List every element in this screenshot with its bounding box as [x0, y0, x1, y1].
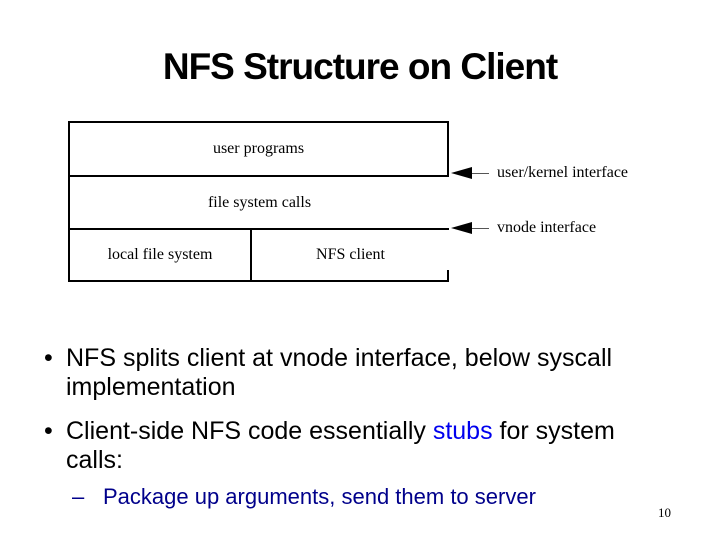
bullet-2-suffix: for system calls:	[66, 417, 615, 474]
diagram-box-nfs-client: NFS client	[252, 230, 449, 282]
local-file-system-label: local file system	[107, 246, 213, 263]
bullet-item-1: • NFS splits client at vnode interface, …	[44, 344, 704, 402]
bullet-item-2: • Client-side NFS code essentially stubs…	[44, 417, 704, 475]
bullet-2-highlight-stubs: stubs	[432, 417, 493, 445]
left-arrow-icon	[451, 222, 472, 234]
arrow-tail-line	[472, 227, 489, 229]
bullet-dot-icon: •	[44, 344, 53, 372]
vnode-interface-annotation: vnode interface	[451, 219, 597, 236]
dash-marker-icon: –	[72, 484, 85, 509]
left-arrow-icon	[451, 167, 472, 179]
nfs-client-label: NFS client	[316, 246, 385, 263]
file-system-calls-label: file system calls	[207, 193, 312, 211]
sub-bullet-item: – Package up arguments, send them to ser…	[72, 484, 672, 510]
vnode-interface-label: vnode interface	[497, 219, 597, 236]
diagram-box-local-file-system: local file system	[68, 230, 252, 282]
slide-title: NFS Structure on Client	[162, 46, 558, 87]
diagram-box-user-programs: user programs	[68, 121, 449, 177]
page-number: 10	[658, 505, 671, 520]
arrow-tail-line	[472, 172, 489, 174]
bullet-2-prefix: Client-side NFS code essentially	[66, 417, 433, 445]
user-kernel-interface-annotation: user/kernel interface	[451, 164, 629, 181]
bullet-dot-icon: •	[44, 417, 53, 445]
user-kernel-interface-label: user/kernel interface	[497, 164, 629, 181]
diagram-cropped-edge	[447, 270, 449, 282]
bullet-2-text: Client-side NFS code essentially stubs f…	[66, 417, 704, 475]
sub-bullet-text: Package up arguments, send them to serve…	[103, 484, 536, 509]
bullet-1-text: NFS splits client at vnode interface, be…	[66, 344, 613, 401]
diagram-box-file-system-calls: file system calls	[68, 177, 449, 230]
user-programs-label: user programs	[212, 140, 305, 157]
